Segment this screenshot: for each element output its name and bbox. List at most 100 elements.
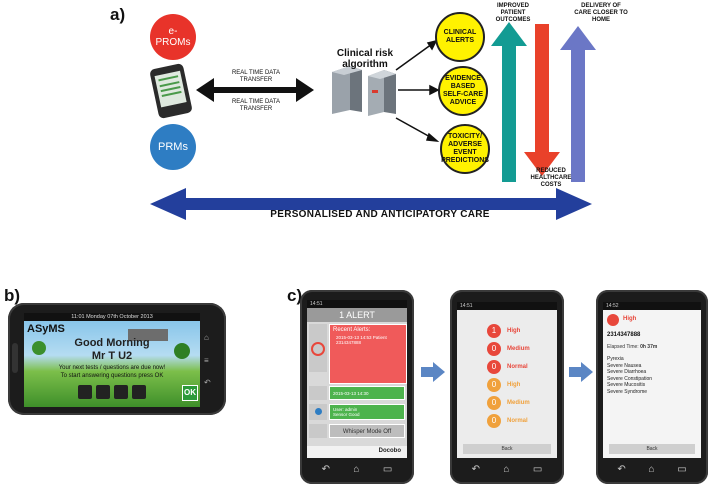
back-button[interactable]: Back (609, 444, 695, 454)
level-row[interactable]: 0 High (487, 376, 530, 394)
level-row[interactable]: 0 Medium (487, 340, 530, 358)
clock-icon[interactable] (132, 385, 146, 399)
tree-illustration (174, 343, 190, 359)
user-row[interactable]: User: admin Sensor Good (329, 404, 405, 420)
reduced-costs-arrow (524, 24, 560, 176)
personalised-care-label: PERSONALISED AND ANTICIPATORY CARE (270, 209, 490, 220)
level-row[interactable]: 1 High (487, 322, 530, 340)
nav-home-icon[interactable]: ⌂ (353, 463, 360, 475)
status-bar: 14:52 (603, 302, 701, 310)
severity-dot-icon (607, 314, 619, 326)
algorithm-label: Clinical risk algorithm (336, 48, 394, 70)
personalised-care-arrow (150, 188, 592, 220)
alert-entry-line1: 2015-03-13 14:53 Patient (336, 335, 387, 340)
greeting-text: Good Morning (74, 337, 150, 349)
recent-alerts-title: Recent Alerts: (333, 327, 371, 333)
level-list: 1 High 0 Medium 0 Normal 0 High 0 Medium… (487, 322, 530, 430)
phone2-nav-bar: ↶ ⌂ ▭ (460, 462, 554, 476)
phone3-nav-bar: ↶ ⌂ ▭ (606, 462, 698, 476)
alerts-screen: 14:51 1 ALERT Recent Alerts: 2015-03-13 … (307, 300, 407, 458)
nav-home-icon[interactable]: ⌂ (204, 333, 209, 342)
severity-label: High (623, 316, 637, 322)
reading-row[interactable]: 2015-03-13 14:30 (329, 386, 405, 400)
symptom-item: Severe Constipation (607, 375, 653, 382)
start-message: To start answering questions press OK (60, 373, 164, 379)
nav-recent-icon[interactable]: ▭ (532, 463, 543, 475)
nav-home-icon[interactable]: ⌂ (503, 463, 510, 475)
whisper-mode-toggle[interactable]: Whisper Mode Off (329, 424, 405, 438)
eproms-circle: e- PROMs (150, 14, 196, 60)
elapsed-time: Elapsed Time: 0h 37m (607, 344, 657, 350)
elapsed-value: 0h 37m (640, 344, 658, 350)
app-title: ASyMS (27, 323, 65, 335)
panel-a-label: a) (110, 5, 126, 24)
delivery-home-arrow (560, 26, 596, 182)
status-bar: 11:01 Monday 07th October 2013 (24, 313, 200, 321)
patient-name: Mr T U2 (91, 350, 133, 362)
output-clinical-alerts: CLINICAL ALERTS (435, 12, 485, 62)
symptom-item: Severe Syndrome (607, 388, 648, 395)
level-count-badge: 0 (487, 396, 501, 410)
status-bar: 14:51 (307, 300, 407, 308)
symptom-list: Pyrexia Severe Nausea Severe Diarrhoea S… (607, 356, 652, 395)
settings-icon[interactable] (114, 385, 128, 399)
nav-home-icon[interactable]: ⌂ (648, 463, 655, 475)
brand-bar: Docobo (307, 446, 407, 458)
level-label: High (507, 328, 521, 334)
realtime-label-top: REAL TIME DATA TRANSFER (231, 70, 281, 83)
flow-arrow-1 (421, 362, 445, 382)
output-toxicity-predictions: TOXICITY/ ADVERSE EVENT PREDICTIONS (440, 124, 490, 174)
due-message: Your next tests / questions are due now! (58, 365, 166, 371)
nav-recent-icon[interactable]: ▭ (677, 463, 687, 475)
delivery-home-label: DELIVERY OF CARE CLOSER TO HOME (574, 3, 628, 23)
improved-outcomes-arrow (491, 22, 527, 182)
alert-count-header: 1 ALERT (307, 308, 407, 322)
level-label: Medium (507, 400, 530, 406)
alert-entry-line2: 2314347888 (336, 340, 362, 345)
panel-c-label: c) (287, 286, 303, 305)
level-count-badge: 0 (487, 360, 501, 374)
recent-alerts-panel[interactable]: Recent Alerts: 2015-03-13 14:53 Patient … (329, 324, 407, 384)
level-count-badge: 0 (487, 342, 501, 356)
realtime-label-bottom: REAL TIME DATA TRANSFER (231, 99, 281, 112)
nav-back-icon[interactable]: ↶ (617, 463, 626, 475)
nav-menu-icon[interactable]: ≡ (204, 355, 209, 365)
nav-recent-icon[interactable]: ▭ (382, 463, 393, 475)
detail-screen: 14:52 High 2314347888 Elapsed Time: 0h 3… (603, 302, 701, 458)
nav-back-icon[interactable]: ↶ (204, 378, 211, 387)
nav-back-icon[interactable]: ↶ (321, 463, 331, 475)
nav-back-icon[interactable]: ↶ (471, 463, 481, 475)
symptom-item: Severe Mucositis (607, 382, 646, 388)
brand-logo: Docobo (378, 448, 401, 454)
level-label: Medium (507, 346, 530, 352)
symptom-item: Severe Diarrhoea (607, 369, 647, 375)
alarm-icon-tile (309, 324, 327, 372)
back-button[interactable]: Back (463, 444, 551, 454)
phone-alert-levels: 14:51 1 High 0 Medium 0 Normal 0 High 0 … (450, 290, 564, 484)
user-icon (314, 408, 322, 415)
smartphone-icon (149, 63, 193, 119)
panel-a-diagram (150, 22, 596, 220)
phone1-nav-bar: ↶ ⌂ ▭ (310, 462, 404, 476)
levels-screen: 14:51 1 High 0 Medium 0 Normal 0 High 0 … (457, 302, 557, 458)
tree-illustration (32, 341, 46, 355)
whisper-icon-tile (309, 424, 327, 438)
level-row[interactable]: 0 Medium (487, 394, 530, 412)
level-row[interactable]: 0 Normal (487, 412, 530, 430)
level-row[interactable]: 0 Normal (487, 358, 530, 376)
data-transfer-arrow (196, 78, 314, 102)
landscape-phone: ⌂ ≡ ↶ 11:01 Monday 07th October 2013 ASy… (8, 303, 226, 415)
patient-id: 2314347888 (607, 332, 641, 338)
level-count-badge: 0 (487, 378, 501, 392)
meal-icon[interactable] (78, 385, 92, 399)
phone-side-button (12, 343, 18, 373)
level-label: Normal (507, 364, 528, 370)
ok-button[interactable]: OK (182, 385, 198, 401)
server-icon (332, 66, 396, 116)
symptom-item: Severe Nausea (607, 362, 642, 369)
app-icon-row (78, 385, 146, 399)
info-icon[interactable] (96, 385, 110, 399)
improved-outcomes-label: IMPROVED PATIENT OUTCOMES (495, 3, 531, 23)
building-illustration (128, 329, 168, 341)
level-count-badge: 1 (487, 324, 501, 338)
